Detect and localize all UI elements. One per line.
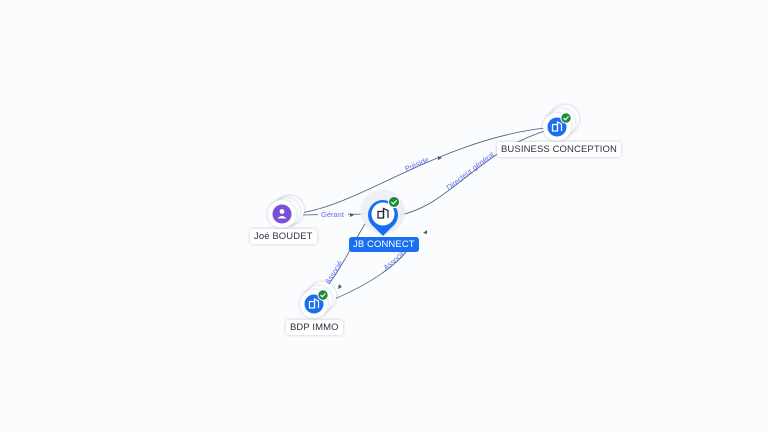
arrow-icon (438, 156, 442, 160)
verified-badge-icon (560, 112, 572, 124)
arrow-icon (350, 213, 354, 217)
verified-badge-icon (317, 289, 329, 301)
node-label-joe-boudet[interactable]: Joé BOUDET (250, 229, 317, 244)
edge-label-gerant: Gérant (321, 210, 345, 219)
building-icon (551, 121, 563, 132)
edge-label-preside: Préside (403, 155, 430, 174)
node-jb-connect[interactable] (360, 190, 405, 236)
building-icon (377, 207, 389, 219)
verified-badge-icon (387, 195, 401, 209)
node-joe-boudet[interactable] (268, 196, 304, 228)
node-bdp-immo[interactable] (300, 282, 336, 318)
node-label-business-conception[interactable]: BUSINESS CONCEPTION (497, 142, 621, 157)
building-icon (308, 298, 320, 309)
edge-label-directeur: Directeur général (445, 150, 496, 192)
arrow-icon (423, 230, 427, 234)
edge-preside (299, 127, 546, 214)
node-business-conception[interactable] (543, 105, 579, 141)
person-icon (277, 209, 287, 219)
arrow-icon (338, 284, 342, 289)
node-label-bdp-immo[interactable]: BDP IMMO (286, 320, 343, 335)
edge-label-associe-1: Associé (323, 259, 345, 286)
node-label-jb-connect[interactable]: JB CONNECT (349, 237, 419, 252)
